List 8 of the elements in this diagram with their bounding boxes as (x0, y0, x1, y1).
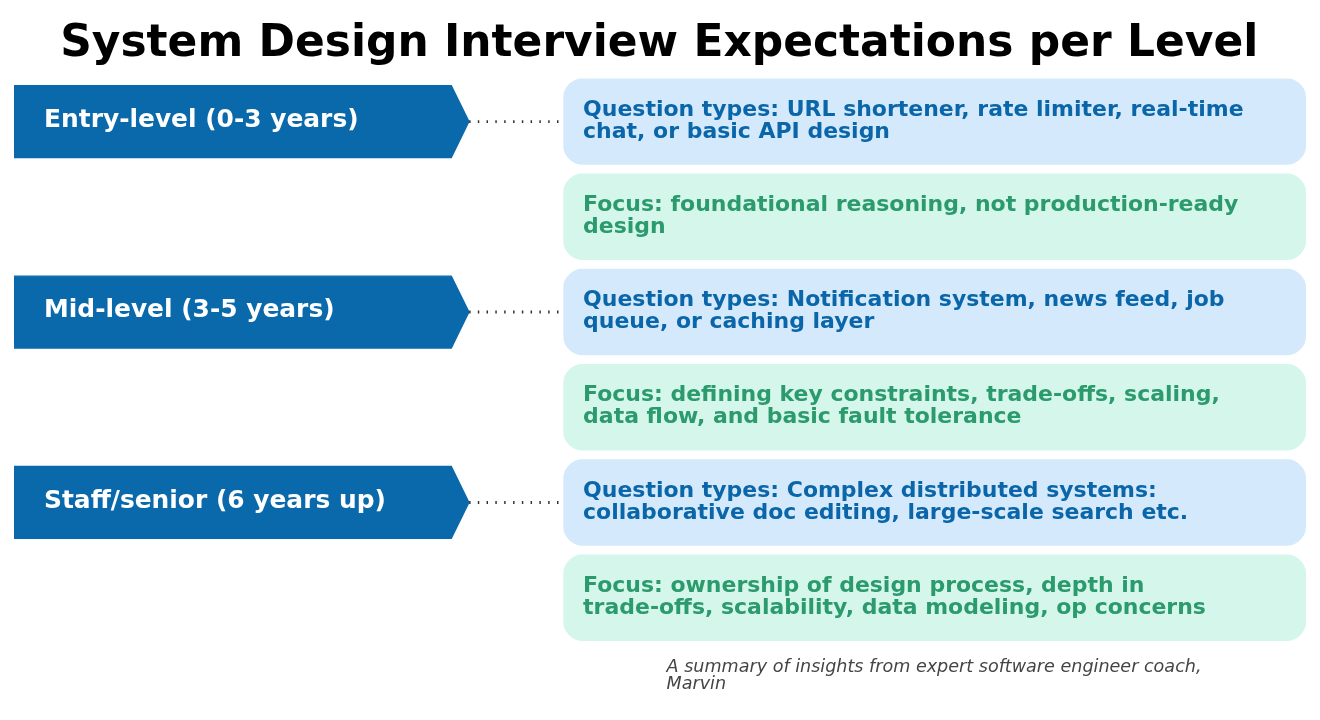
node-box: Question types: Notification system, news feed, job queue, or caching layer (563, 268, 1306, 356)
caption: A summary of insights from expert software engineer coach, Marvin (666, 655, 1202, 694)
node-box: Question types: URL shortener, rate limiter, real-time chat, or basic API design (563, 78, 1306, 165)
node-box: Focus: ownership of design process, depth in trade-offs, scalability, data modeling, op concerns (563, 554, 1306, 641)
diagram-title: System Design Interview Expectations per Level (60, 15, 1259, 67)
node-box: Focus: foundational reasoning, not production-ready design (563, 173, 1306, 261)
node-box: Focus: defining key constraints, trade-offs, scaling, data flow, and basic fault tolerance (563, 364, 1306, 451)
node-box: Question types: Complex distributed systems: collaborative doc editing, large-scale search etc. (563, 459, 1306, 546)
